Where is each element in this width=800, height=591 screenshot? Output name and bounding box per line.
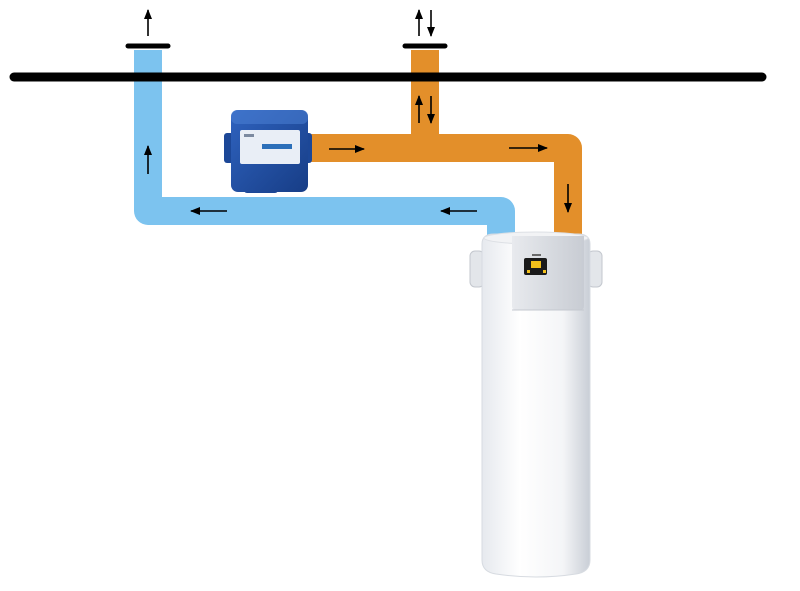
heat-pump-control-panel: [512, 236, 584, 311]
flow-arrows: [144, 9, 572, 215]
fan-unit-label-panel: [240, 130, 300, 164]
blue-duct: [134, 50, 515, 238]
control-display: [524, 254, 547, 275]
ventilation-fan-unit: [224, 110, 312, 193]
heat-pump-water-heater: [469, 231, 603, 578]
